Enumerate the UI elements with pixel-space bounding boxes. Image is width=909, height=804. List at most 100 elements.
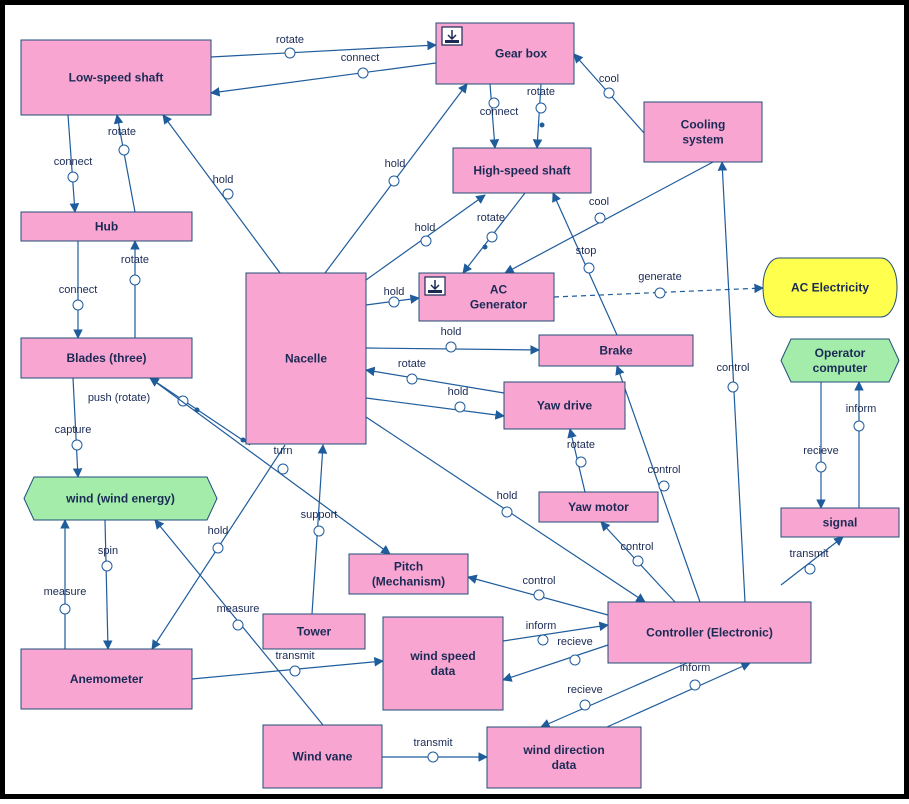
link-handle[interactable]: [579, 699, 591, 711]
link-handle[interactable]: [537, 634, 549, 646]
node-shape: [780, 507, 900, 538]
node-controller[interactable]: Controller (Electronic): [607, 601, 812, 664]
link-handle[interactable]: [488, 97, 500, 109]
link-handle[interactable]: [427, 751, 439, 763]
link-handle[interactable]: [284, 47, 296, 59]
node-anemometer[interactable]: Anemometer: [20, 648, 193, 710]
link-rotate-hub-ls[interactable]: [113, 114, 136, 213]
link-handle[interactable]: [575, 456, 587, 468]
link-hold-nac-yd[interactable]: [365, 397, 505, 420]
link-handle[interactable]: [118, 144, 130, 156]
node-shape: [20, 39, 212, 116]
link-label: rotate: [477, 212, 505, 224]
link-handle[interactable]: [632, 555, 644, 567]
link-capture[interactable]: [72, 377, 83, 478]
link-rotate-gb-hs[interactable]: [532, 83, 543, 149]
link-handle[interactable]: [815, 461, 827, 473]
link-handle[interactable]: [420, 235, 432, 247]
node-tower[interactable]: Tower: [262, 613, 366, 650]
link-handle[interactable]: [388, 175, 400, 187]
node-low-speed-shaft[interactable]: Low-speed shaft: [20, 39, 212, 116]
node-ac-electricity[interactable]: AC Electricity: [762, 257, 898, 318]
link-handle[interactable]: [289, 665, 301, 677]
link-handle[interactable]: [535, 102, 547, 114]
node-high-speed-shaft[interactable]: High-speed shaft: [452, 147, 592, 194]
link-handle[interactable]: [212, 542, 224, 554]
link-handle[interactable]: [406, 373, 418, 385]
link-connect-gb-ls[interactable]: [210, 62, 437, 97]
download-icon[interactable]: [424, 276, 446, 296]
link-handle[interactable]: [222, 188, 234, 200]
link-rotate-yd-nac[interactable]: [365, 366, 505, 394]
link-handle[interactable]: [357, 67, 369, 79]
download-icon[interactable]: [441, 26, 463, 46]
link-handle[interactable]: [853, 420, 865, 432]
node-yaw-drive[interactable]: Yaw drive: [503, 381, 626, 430]
link-handle[interactable]: [658, 480, 670, 492]
link-hold-nac-ls[interactable]: [162, 114, 281, 274]
link-cool-cs-gen[interactable]: [504, 161, 714, 274]
node-shape: [262, 613, 366, 650]
link-handle[interactable]: [569, 654, 581, 666]
link-inform-wdd-ctl[interactable]: [606, 662, 751, 728]
link-handle[interactable]: [727, 381, 739, 393]
node-label: AC Electricity: [791, 281, 869, 295]
link-connect-ls-hub[interactable]: [67, 114, 80, 213]
link-recieve-ctl-wsd[interactable]: [502, 644, 609, 682]
node-label: computer: [813, 361, 868, 375]
node-signal[interactable]: signal: [780, 507, 900, 538]
link-handle[interactable]: [533, 589, 545, 601]
node-yaw-motor[interactable]: Yaw motor: [538, 491, 659, 523]
link-handle[interactable]: [804, 563, 816, 575]
link-label: rotate: [276, 34, 304, 46]
node-wind-vane[interactable]: Wind vane: [262, 724, 383, 789]
link-turn[interactable]: [149, 377, 391, 555]
link-handle[interactable]: [603, 87, 615, 99]
link-handle[interactable]: [101, 560, 113, 572]
link-label: hold: [385, 158, 406, 170]
link-push[interactable]: [149, 377, 251, 446]
link-handle[interactable]: [486, 231, 498, 243]
link-handle[interactable]: [388, 296, 400, 308]
node-brake[interactable]: Brake: [538, 334, 694, 367]
link-handle[interactable]: [445, 341, 457, 353]
link-handle[interactable]: [67, 171, 79, 183]
link-handle[interactable]: [654, 287, 666, 299]
node-blades[interactable]: Blades (three): [20, 337, 193, 379]
link-handle[interactable]: [129, 274, 141, 286]
link-inform-wsd-ctl[interactable]: [502, 621, 609, 642]
link-handle[interactable]: [501, 506, 513, 518]
link-handle[interactable]: [689, 679, 701, 691]
link-recieve-ctl-wdd[interactable]: [540, 662, 688, 728]
node-label: data: [552, 758, 577, 772]
link-rotate-ls-gb[interactable]: [210, 40, 437, 58]
link-handle[interactable]: [313, 525, 325, 537]
link-handle[interactable]: [232, 619, 244, 631]
link-handle[interactable]: [583, 262, 595, 274]
link-transmit-anem-wsd[interactable]: [191, 657, 384, 680]
link-control-ctl-brake[interactable]: [615, 365, 701, 603]
node-nacelle[interactable]: Nacelle: [245, 272, 367, 445]
link-handle[interactable]: [277, 463, 289, 475]
link-handle[interactable]: [71, 439, 83, 451]
link-handle[interactable]: [72, 299, 84, 311]
link-handle[interactable]: [454, 401, 466, 413]
link-handle[interactable]: [59, 603, 71, 615]
node-hub[interactable]: Hub: [20, 211, 193, 242]
node-gear-box[interactable]: Gear box: [435, 22, 575, 85]
link-label: connect: [59, 284, 98, 296]
link-spin[interactable]: [103, 519, 113, 650]
link-label: transmit: [275, 650, 314, 662]
nodes-layer: Low-speed shaft Gear boxCoolingsystemHigh…: [20, 22, 900, 789]
link-handle[interactable]: [594, 212, 606, 224]
link-stop[interactable]: [552, 192, 618, 336]
node-pitch[interactable]: Pitch(Mechanism): [348, 553, 469, 595]
node-wind[interactable]: wind (wind energy): [23, 476, 218, 521]
link-connect-gb-hs[interactable]: [489, 83, 500, 149]
link-transmit-ctl-sig[interactable]: [780, 536, 844, 586]
